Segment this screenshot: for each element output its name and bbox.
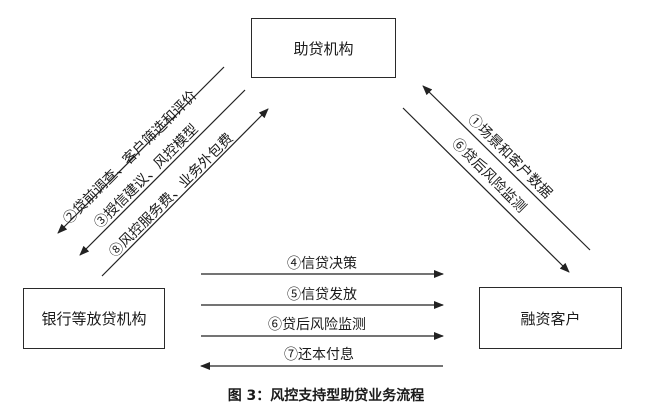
arrow-survey (57, 66, 225, 234)
node-bank-lender-label: 银行等放贷机构 (41, 310, 147, 328)
node-bank-lender: 银行等放贷机构 (23, 288, 165, 349)
node-financing-client-label: 融资客户 (520, 309, 581, 328)
arrow-credit-suggestion (79, 89, 246, 256)
node-financing-client: 融资客户 (479, 287, 622, 349)
arrow-scene-data (422, 85, 591, 251)
label-post-loan-monitor: ⑥贷后风险监测 (268, 317, 366, 333)
node-lending-assistant: 助贷机构 (251, 18, 396, 78)
label-credit-issuance: ⑤信贷发放 (287, 287, 357, 303)
label-repayment: ⑦还本付息 (284, 347, 354, 363)
figure-caption: 图 3：风控支持型助贷业务流程 (227, 388, 425, 404)
label-credit-decision: ④信贷决策 (287, 256, 357, 272)
node-lending-assistant-label: 助贷机构 (293, 39, 354, 58)
arrow-service-fee (101, 108, 269, 277)
arrow-post-loan-monitor-right (402, 107, 570, 273)
